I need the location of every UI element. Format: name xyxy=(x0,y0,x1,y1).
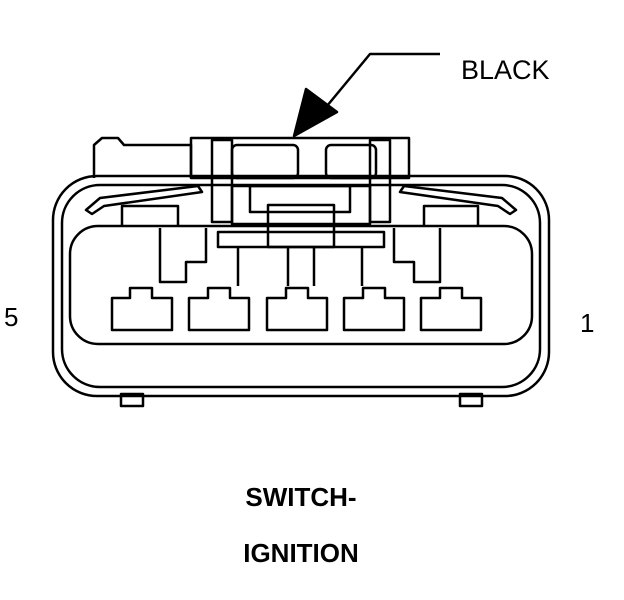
pin-number-left: 5 xyxy=(4,302,19,332)
pin-number-right: 1 xyxy=(580,308,595,338)
terminal-slot-5 xyxy=(110,286,174,332)
leader-arrow xyxy=(292,52,440,138)
connector-latch xyxy=(92,136,411,249)
cavity-partitions xyxy=(158,228,442,286)
terminal-cavity xyxy=(68,224,534,346)
terminal-slot-2 xyxy=(342,286,406,332)
terminal-slot-1 xyxy=(419,286,483,332)
terminal-slot-3 xyxy=(265,286,329,332)
diagram-title-line-2: IGNITION xyxy=(243,538,359,568)
terminal-slots xyxy=(110,286,483,332)
diagram-title-line-1: SWITCH- xyxy=(245,482,357,512)
side-tabs xyxy=(84,184,518,226)
terminal-slot-4 xyxy=(187,286,251,332)
connector-housing xyxy=(51,174,551,408)
wire-color-label: BLACK xyxy=(461,55,550,85)
